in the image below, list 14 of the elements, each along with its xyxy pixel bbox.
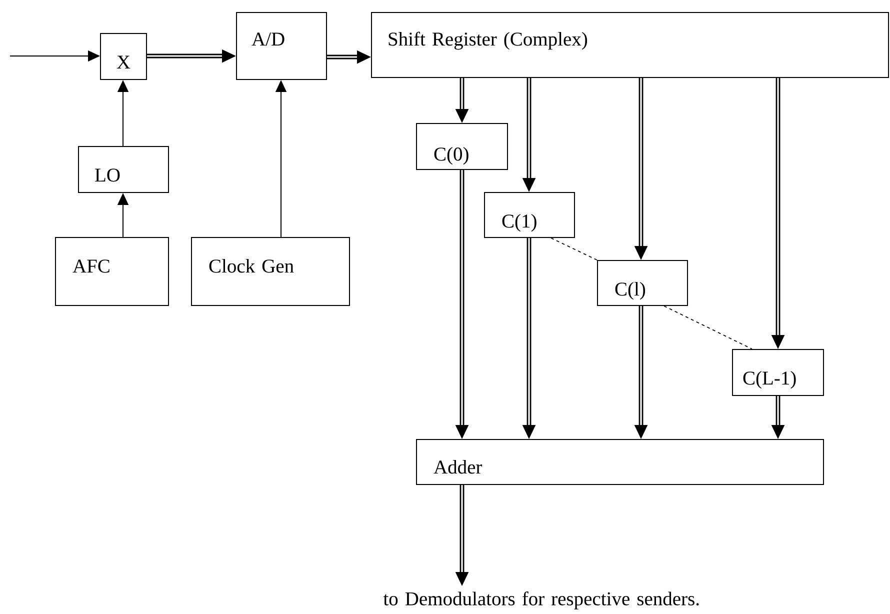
adder-box: Adder <box>416 439 824 485</box>
process-box: LO <box>78 146 169 193</box>
coefficient-box: C(L-1) <box>732 349 824 396</box>
process-box: Clock Gen <box>191 237 350 306</box>
process-box: AFC <box>55 237 169 306</box>
coefficient-box: C(1) <box>484 192 575 238</box>
mixer-box: X <box>100 33 147 80</box>
coefficient-box: C(0) <box>416 123 508 170</box>
output-label: to Demodulators for respective senders. <box>383 591 699 610</box>
process-box: A/D <box>236 12 327 80</box>
dashed-line <box>550 238 598 260</box>
dashed-line <box>664 306 752 350</box>
process-box: Shift Register (Complex) <box>371 12 889 78</box>
coefficient-box: C(l) <box>597 260 688 306</box>
